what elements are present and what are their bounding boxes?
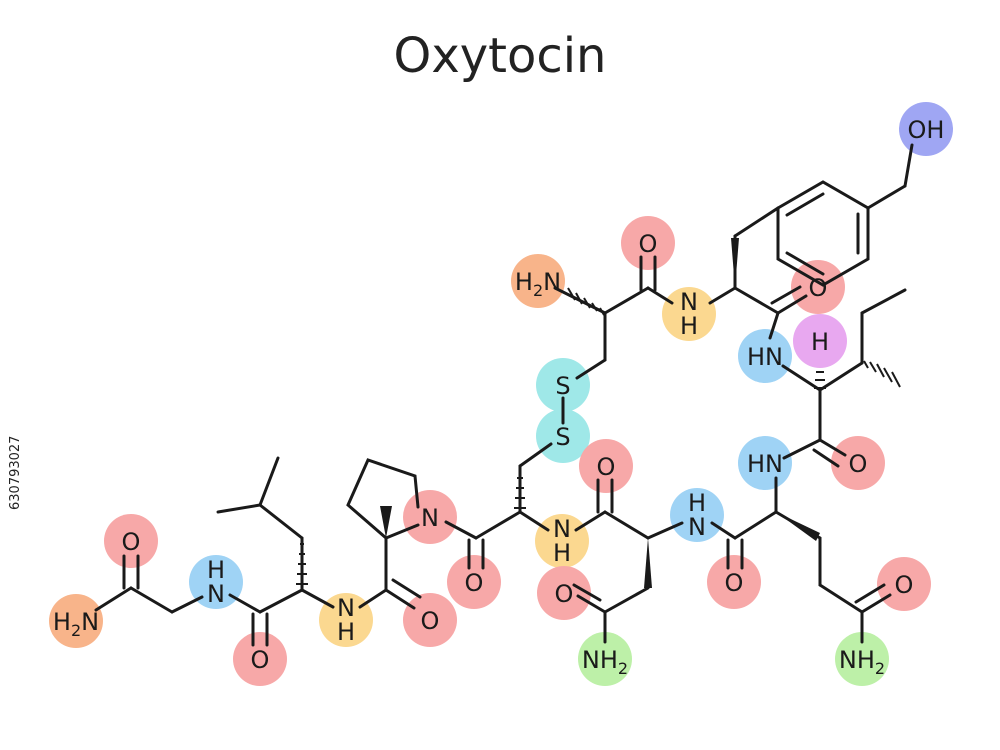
svg-text:N: N: [553, 515, 571, 543]
atom-highlight-2: [899, 102, 953, 156]
atom-label-1: O: [809, 274, 828, 302]
atom-label-20: O: [895, 571, 914, 599]
atom-label-14: HN: [688, 489, 706, 541]
molecule-title: Oxytocin: [393, 28, 607, 84]
atom-label-13: NH: [553, 515, 571, 567]
atom-label-19: O: [725, 569, 744, 597]
svg-text:N: N: [680, 288, 698, 316]
atom-label-24: O: [251, 646, 270, 674]
atom-label-23: O: [421, 607, 440, 635]
svg-text:H: H: [337, 618, 355, 646]
atom-highlight-13: [535, 514, 589, 568]
svg-text:O: O: [555, 580, 574, 608]
atom-highlight-18: [537, 566, 591, 620]
atom-label-22: NH: [337, 594, 355, 646]
svg-text:S: S: [555, 423, 570, 451]
atom-label-8: S: [555, 423, 570, 451]
atom-label-2: OH: [908, 116, 945, 144]
atom-label-7: S: [555, 372, 570, 400]
svg-text:O: O: [421, 607, 440, 635]
atom-label-9: HN: [747, 450, 783, 478]
atom-highlight-24: [233, 632, 287, 686]
svg-text:HN: HN: [747, 343, 783, 371]
svg-text:N: N: [688, 513, 706, 541]
atom-label-5: HN: [747, 343, 783, 371]
svg-text:O: O: [849, 450, 868, 478]
atom-highlight-8: [536, 409, 590, 463]
atom-label-16: HN: [207, 556, 225, 608]
atom-highlight-21: [49, 594, 103, 648]
svg-text:O: O: [597, 453, 616, 481]
svg-text:O: O: [639, 230, 658, 258]
atom-highlight-14: [670, 488, 724, 542]
atom-highlight-4: [662, 287, 716, 341]
atom-highlight-25: [578, 632, 632, 686]
atom-highlight-3: [511, 254, 565, 308]
atom-highlight-11: [579, 439, 633, 493]
svg-text:H: H: [207, 556, 225, 584]
atom-label-10: O: [849, 450, 868, 478]
svg-text:N: N: [207, 580, 225, 608]
atom-highlight-10: [831, 436, 885, 490]
svg-text:O: O: [465, 569, 484, 597]
svg-text:H: H: [553, 539, 571, 567]
svg-text:O: O: [809, 274, 828, 302]
atom-highlights: [49, 102, 953, 686]
svg-text:N: N: [337, 594, 355, 622]
atom-highlight-0: [621, 216, 675, 270]
svg-text:O: O: [895, 571, 914, 599]
atom-highlight-19: [707, 555, 761, 609]
atom-label-18: O: [555, 580, 574, 608]
bond-lines: [94, 143, 914, 647]
atom-highlight-9: [738, 436, 792, 490]
atom-label-17: O: [465, 569, 484, 597]
atom-label-25: NH2: [582, 646, 628, 678]
atom-label-4: NH: [680, 288, 698, 340]
svg-text:H: H: [688, 489, 706, 517]
svg-text:O: O: [251, 646, 270, 674]
atom-label-11: O: [597, 453, 616, 481]
atom-highlight-26: [835, 632, 889, 686]
atom-highlight-7: [536, 358, 590, 412]
svg-text:O: O: [122, 528, 141, 556]
atom-label-15: O: [122, 528, 141, 556]
atom-label-12: N: [421, 504, 439, 532]
svg-text:H: H: [680, 312, 698, 340]
atom-highlight-15: [104, 514, 158, 568]
atom-highlight-20: [877, 557, 931, 611]
svg-text:OH: OH: [908, 116, 945, 144]
atom-label-0: O: [639, 230, 658, 258]
atom-label-6: H: [811, 328, 829, 356]
svg-text:O: O: [725, 569, 744, 597]
stereo-wedges: [296, 238, 901, 588]
svg-text:NH2: NH2: [582, 646, 628, 678]
svg-text:H: H: [811, 328, 829, 356]
svg-text:S: S: [555, 372, 570, 400]
atom-highlight-5: [738, 329, 792, 383]
atom-highlight-6: [793, 314, 847, 368]
atom-highlight-23: [403, 593, 457, 647]
atom-highlight-17: [447, 555, 501, 609]
svg-text:N: N: [421, 504, 439, 532]
svg-text:HN: HN: [747, 450, 783, 478]
